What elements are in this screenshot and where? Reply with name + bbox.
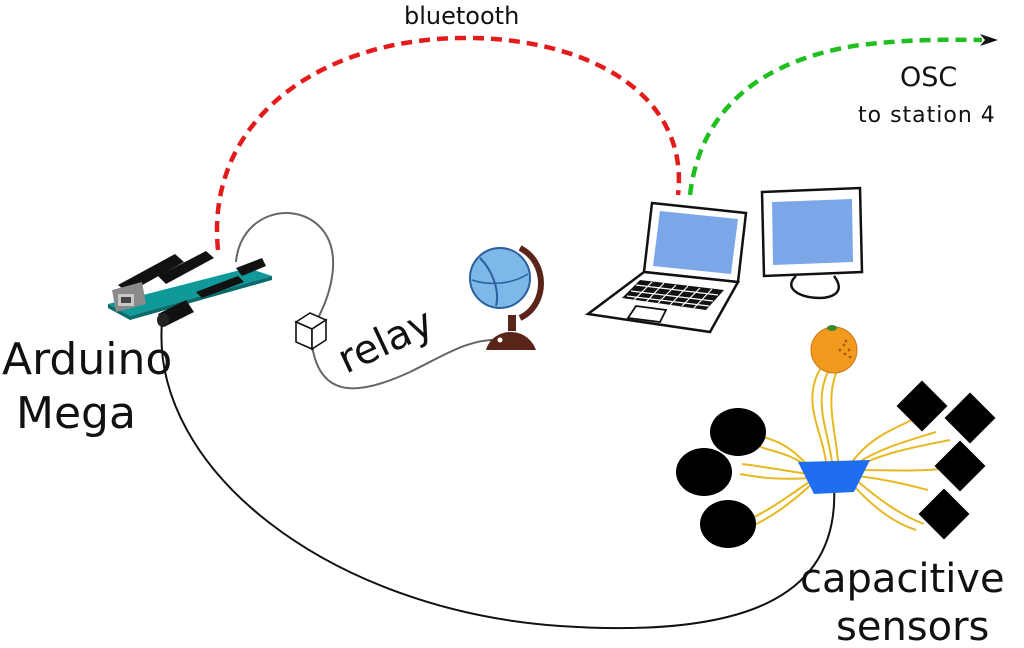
arduino-label-line2: Mega [16, 388, 136, 439]
sensor-pad-icon [944, 392, 996, 444]
sensor-pad-icon [918, 488, 970, 540]
sensors-label-line1: capacitive [800, 556, 1005, 602]
sensor-pad-icon [676, 448, 732, 496]
sensor-pad-icon [710, 408, 766, 456]
sensor-pads-right [896, 380, 996, 540]
arduino-mega-board-icon [108, 251, 272, 327]
monitor-icon [760, 186, 864, 300]
arduino-label-line1: Arduino [2, 334, 172, 385]
globe-icon [469, 245, 544, 350]
orange-fruit-icon [810, 325, 858, 374]
relay-label: relay [331, 299, 441, 383]
bluetooth-link [214, 35, 682, 251]
osc-label: OSC [900, 62, 957, 93]
osc-arrow-icon [980, 34, 998, 46]
sensor-pad-icon [934, 440, 986, 492]
relay-wire-out [311, 338, 501, 390]
relay-wire-in [235, 212, 335, 319]
laptop-icon [584, 201, 748, 334]
sensor-hub-icon [798, 460, 870, 494]
sensor-pad-icon [896, 380, 948, 432]
relay-cube-icon [294, 312, 328, 351]
bluetooth-label: bluetooth [404, 2, 519, 30]
osc-link [687, 37, 983, 196]
osc-target-label: to station 4 [858, 103, 996, 128]
sensors-label-line2: sensors [836, 604, 989, 648]
sensor-pad-icon [700, 500, 756, 548]
sensor-cable [160, 321, 836, 630]
sensor-pads-left [676, 408, 766, 548]
